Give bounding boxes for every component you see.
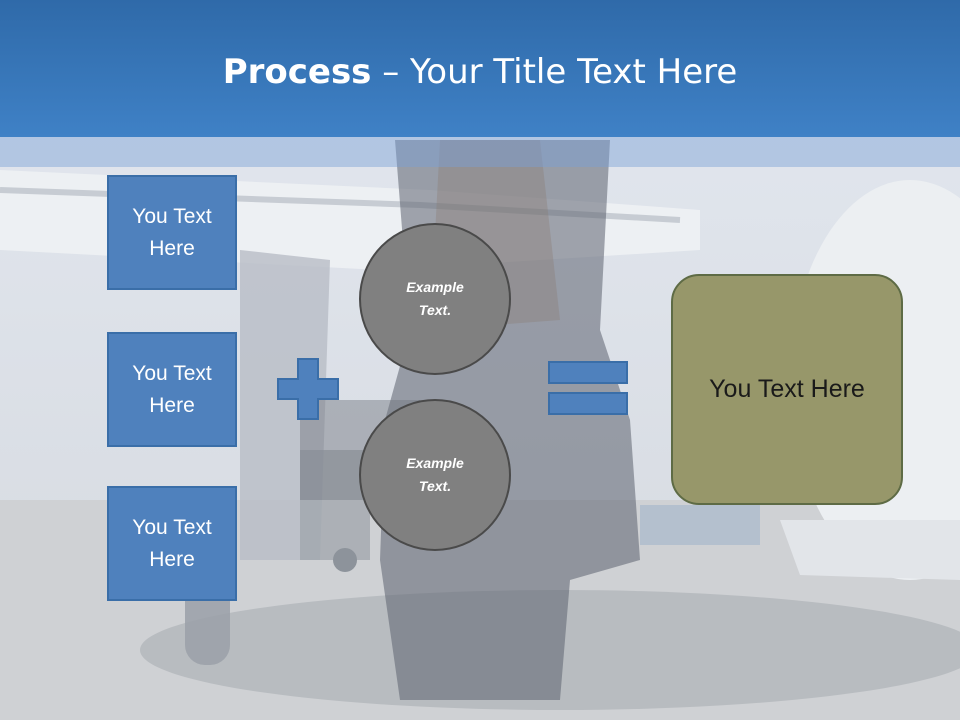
example-circle-1[interactable]: Example Text. <box>359 223 511 375</box>
plus-icon <box>277 358 339 420</box>
title-bar: Process – Your Title Text Here <box>0 0 960 137</box>
result-box-label: You Text Here <box>709 375 865 403</box>
text-box-2[interactable]: You Text Here <box>107 332 237 447</box>
example-circle-2-label: Example Text. <box>406 455 464 494</box>
title-bold: Process <box>222 52 372 92</box>
text-box-1[interactable]: You Text Here <box>107 175 237 290</box>
example-circle-1-label: Example Text. <box>406 279 464 318</box>
text-box-1-label: You Text Here <box>132 204 212 260</box>
text-box-3[interactable]: You Text Here <box>107 486 237 601</box>
text-box-2-label: You Text Here <box>132 361 212 417</box>
title-rest: – Your Title Text Here <box>371 52 738 92</box>
example-circle-2[interactable]: Example Text. <box>359 399 511 551</box>
result-box[interactable]: You Text Here <box>671 274 903 505</box>
header-accent-strip <box>0 137 960 167</box>
slide-title: Process – Your Title Text Here <box>0 52 960 92</box>
equals-icon <box>548 361 628 415</box>
text-box-3-label: You Text Here <box>132 515 212 571</box>
